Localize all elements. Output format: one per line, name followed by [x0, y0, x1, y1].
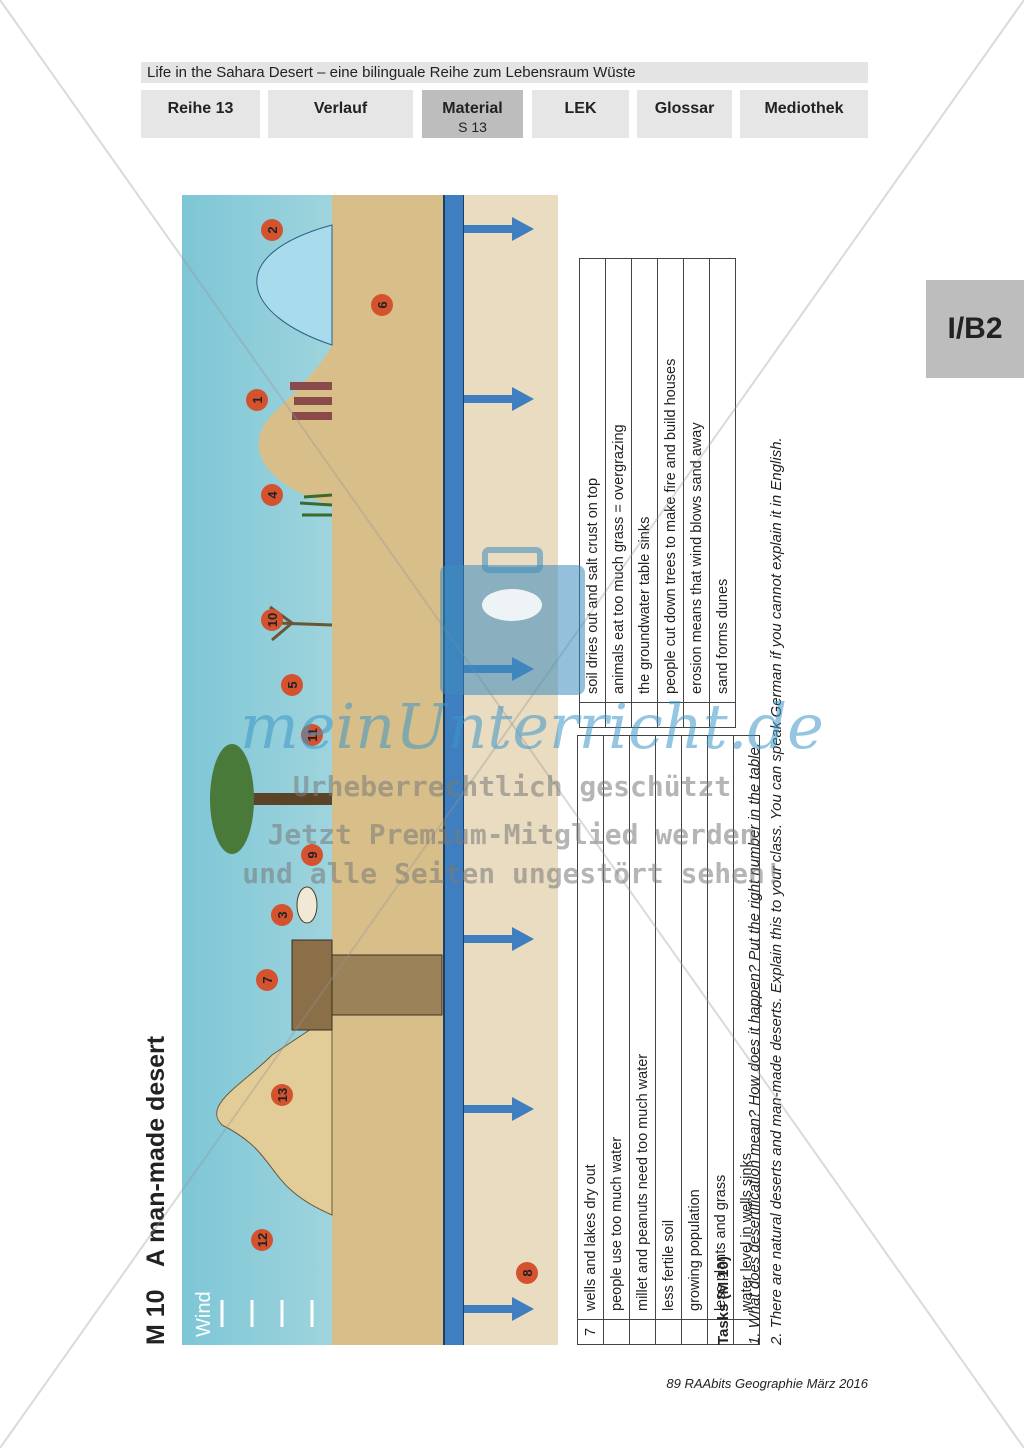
tab-verlauf[interactable]: Verlauf [268, 90, 413, 138]
section-tab: I/B2 [926, 280, 1024, 378]
marker-9: 9 [301, 844, 323, 866]
rotated-content: M 10 A man-made desert [110, 195, 870, 1355]
svg-text:9: 9 [305, 851, 320, 858]
marker-11: 11 [301, 724, 323, 746]
svg-text:5: 5 [285, 681, 300, 688]
marker-3: 3 [271, 904, 293, 926]
marker-8: 8 [516, 1262, 538, 1284]
watermark-line-3: und alle Seiten ungestört sehen! [242, 857, 782, 890]
desertification-illustration: Wind 12 13 7 3 9 11 5 10 4 1 6 2 8 [182, 195, 558, 1345]
marker-7: 7 [256, 969, 278, 991]
svg-text:13: 13 [275, 1088, 290, 1102]
tab-material-page: S 13 [458, 119, 487, 135]
svg-text:11: 11 [305, 728, 320, 742]
footer-citation: 89 RAAbits Geographie März 2016 [666, 1376, 868, 1391]
table-row: the groundwater table sinks [631, 258, 658, 728]
svg-text:8: 8 [520, 1269, 535, 1276]
material-number: M 10 [142, 1289, 170, 1345]
wind-label: Wind [193, 1291, 215, 1337]
tab-glossar[interactable]: Glossar [637, 90, 732, 138]
table-right: soil dries out and salt crust on top ani… [579, 258, 736, 728]
svg-text:3: 3 [275, 911, 290, 918]
series-title: Life in the Sahara Desert – eine bilingu… [141, 62, 868, 83]
marker-6: 6 [371, 294, 393, 316]
tab-reihe[interactable]: Reihe 13 [141, 90, 260, 138]
watermark-line-1: Urheberrechtlich geschützt [292, 770, 732, 803]
watermark-line-2: Jetzt Premium-Mitglied werden [267, 818, 757, 851]
svg-text:10: 10 [265, 613, 280, 627]
watermark-brand: meinUnterricht.de [240, 690, 824, 763]
material-title: M 10 A man-made desert [142, 1036, 171, 1345]
marker-2: 2 [261, 219, 283, 241]
svg-text:2: 2 [265, 226, 280, 233]
table-row: erosion means that wind blows sand away [683, 258, 710, 728]
marker-5: 5 [281, 674, 303, 696]
material-heading: A man-made desert [142, 1035, 170, 1267]
tab-lek[interactable]: LEK [532, 90, 629, 138]
table-row: soil dries out and salt crust on top [579, 258, 606, 728]
table-row: people cut down trees to make fire and b… [657, 258, 684, 728]
svg-text:1: 1 [250, 396, 265, 403]
svg-text:4: 4 [265, 491, 280, 499]
marker-1: 1 [246, 389, 268, 411]
svg-text:7: 7 [260, 976, 275, 983]
marker-10: 10 [261, 609, 283, 631]
svg-text:6: 6 [375, 301, 390, 308]
tab-mediothek[interactable]: Mediothek [740, 90, 868, 138]
table-row: animals eat too much grass = overgrazing [605, 258, 632, 728]
svg-text:12: 12 [255, 1233, 270, 1247]
marker-13: 13 [271, 1084, 293, 1106]
marker-12: 12 [251, 1229, 273, 1251]
marker-4: 4 [261, 484, 283, 506]
